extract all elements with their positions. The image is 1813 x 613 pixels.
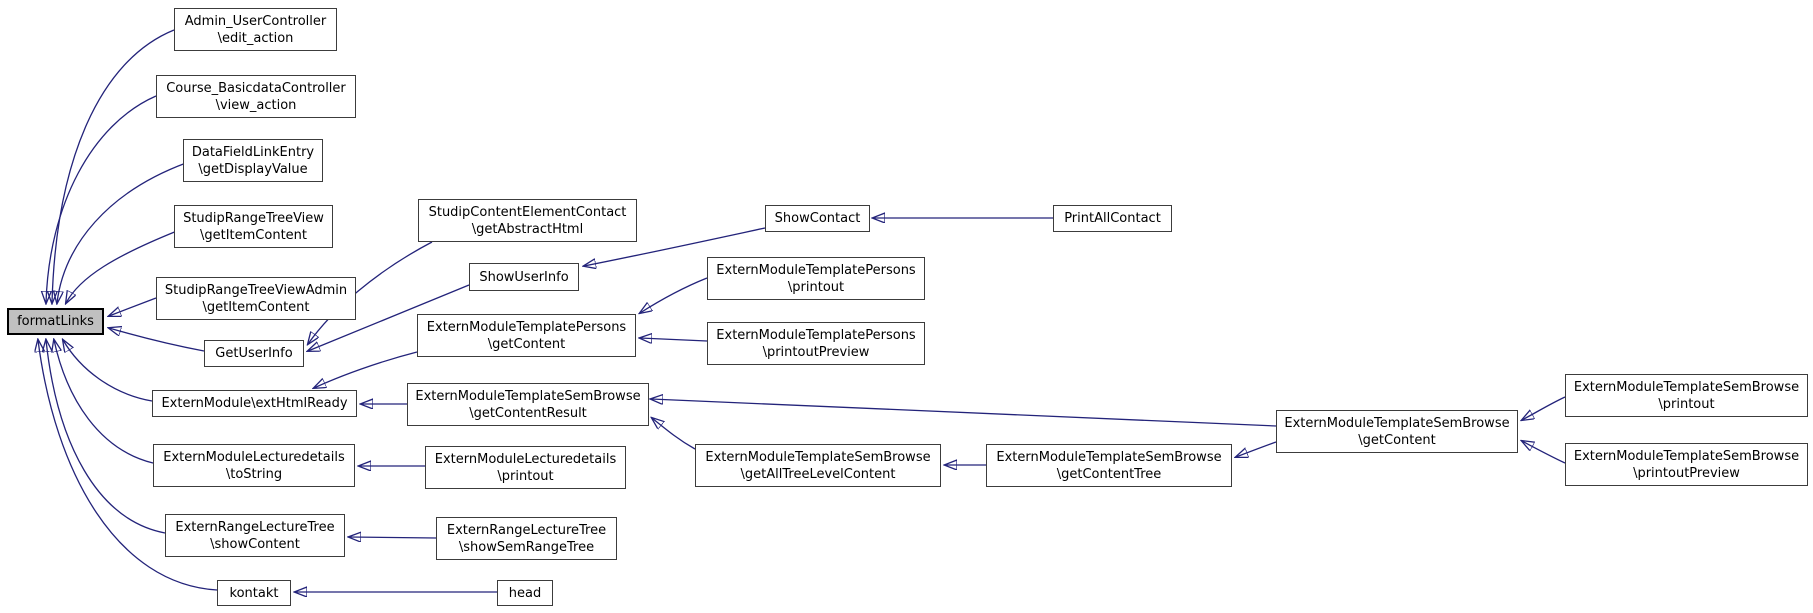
graph-node-p_printoutpreview[interactable]: ExternModuleTemplatePersons \printoutPre… <box>707 322 925 365</box>
graph-node-srtva[interactable]: StudipRangeTreeViewAdmin \getItemContent <box>156 277 356 320</box>
graph-node-sb_getalltree[interactable]: ExternModuleTemplateSemBrowse \getAllTre… <box>695 444 941 487</box>
graph-node-l_printout[interactable]: ExternModuleLecturedetails \printout <box>425 446 626 489</box>
graph-node-sb_getcontentresult[interactable]: ExternModuleTemplateSemBrowse \getConten… <box>407 383 649 426</box>
graph-node-p_printout[interactable]: ExternModuleTemplatePersons \printout <box>707 257 925 300</box>
graph-node-showuserinfo[interactable]: ShowUserInfo <box>469 263 579 291</box>
edge-course_view-to-formatLinks <box>46 95 157 303</box>
graph-node-sb_printoutpreview[interactable]: ExternModuleTemplateSemBrowse \printoutP… <box>1565 443 1808 486</box>
graph-node-exthtmlready[interactable]: ExternModule\extHtmlReady <box>152 390 357 417</box>
graph-node-getabstracthtml[interactable]: StudipContentElementContact \getAbstract… <box>418 199 637 242</box>
graph-node-kontakt[interactable]: kontakt <box>217 580 291 606</box>
edge-srtva-to-formatLinks <box>109 297 157 316</box>
graph-node-course_view[interactable]: Course_BasicdataController \view_action <box>156 75 356 118</box>
edge-showcontact-to-showuserinfo <box>584 227 766 266</box>
edge-p_printout-to-p_getcontent <box>640 277 708 313</box>
edge-showsemrangetree-to-showcontent <box>349 537 437 538</box>
edge-srtv-to-formatLinks <box>66 230 178 303</box>
edge-kontakt-to-formatLinks <box>38 340 218 591</box>
graph-node-sb_getcontenttree[interactable]: ExternModuleTemplateSemBrowse \getConten… <box>986 444 1232 487</box>
graph-node-showcontact[interactable]: ShowContact <box>765 205 870 232</box>
graph-node-sb_getcontent[interactable]: ExternModuleTemplateSemBrowse \getConten… <box>1276 410 1518 453</box>
graph-node-getuserinfo[interactable]: GetUserInfo <box>204 340 304 367</box>
edge-sb_printoutpreview-to-sb_getcontent <box>1522 441 1566 464</box>
graph-node-datafield[interactable]: DataFieldLinkEntry \getDisplayValue <box>183 139 323 182</box>
edge-showuserinfo-to-getuserinfo <box>308 284 470 351</box>
graph-node-showcontent[interactable]: ExternRangeLectureTree \showContent <box>165 514 345 557</box>
edge-tostring-to-formatLinks <box>54 340 154 464</box>
graph-node-sb_printout[interactable]: ExternModuleTemplateSemBrowse \printout <box>1565 374 1808 417</box>
edge-sb_getalltree-to-sb_getcontentresult <box>652 418 696 450</box>
graph-node-printallcontact[interactable]: PrintAllContact <box>1053 205 1172 232</box>
edge-sb_printout-to-sb_getcontent <box>1522 396 1566 420</box>
graph-node-tostring[interactable]: ExternModuleLecturedetails \toString <box>153 444 355 487</box>
edge-p_printoutpreview-to-p_getcontent <box>640 338 708 341</box>
graph-node-admin_edit[interactable]: Admin_UserController \edit_action <box>174 8 337 51</box>
graph-node-p_getcontent[interactable]: ExternModuleTemplatePersons \getContent <box>417 314 636 357</box>
graph-node-head[interactable]: head <box>497 580 553 606</box>
edge-datafield-to-formatLinks <box>57 162 187 303</box>
graph-node-srtv[interactable]: StudipRangeTreeView \getItemContent <box>174 205 333 248</box>
edge-showcontent-to-formatLinks <box>46 340 166 534</box>
edge-getuserinfo-to-formatLinks <box>109 328 205 352</box>
edge-exthtmlready-to-formatLinks <box>63 340 153 402</box>
edge-getabstracthtml-to-getuserinfo <box>308 241 433 344</box>
edge-sb_getcontent-to-sb_getcontentresult <box>651 399 1277 427</box>
graph-node-formatLinks: formatLinks <box>7 308 104 335</box>
edge-admin_edit-to-formatLinks <box>52 29 175 303</box>
edge-p_getcontent-to-exthtmlready <box>314 351 418 388</box>
graph-node-showsemrangetree[interactable]: ExternRangeLectureTree \showSemRangeTree <box>436 517 617 560</box>
edge-sb_getcontent-to-sb_getcontenttree <box>1236 441 1277 457</box>
